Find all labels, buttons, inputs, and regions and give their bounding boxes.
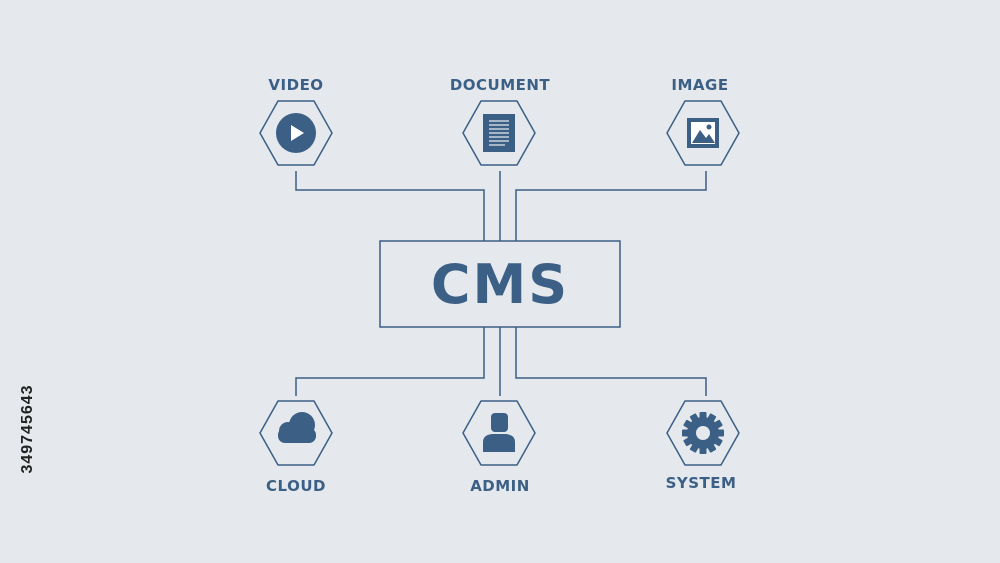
play-icon bbox=[276, 113, 316, 153]
image-icon bbox=[687, 118, 719, 148]
center-box bbox=[379, 240, 621, 328]
connector-lines bbox=[295, 171, 707, 396]
connector-video bbox=[295, 171, 485, 241]
hex-video bbox=[259, 100, 333, 166]
label-image: IMAGE bbox=[671, 76, 729, 94]
user-icon bbox=[483, 413, 515, 452]
label-document: DOCUMENT bbox=[449, 76, 551, 94]
side-image-id: 349745643 bbox=[19, 384, 36, 474]
label-admin: ADMIN bbox=[470, 477, 530, 495]
cloud-icon bbox=[278, 412, 316, 443]
hex-document bbox=[462, 100, 536, 166]
label-cloud: CLOUD bbox=[266, 477, 326, 495]
hex-system bbox=[666, 400, 740, 466]
center-title: CMS bbox=[430, 252, 570, 316]
label-system: SYSTEM bbox=[665, 474, 737, 492]
hex-admin bbox=[462, 400, 536, 466]
hexagon-frames bbox=[259, 100, 740, 466]
gear-icon bbox=[682, 412, 724, 454]
document-icon bbox=[483, 114, 515, 152]
connector-image bbox=[515, 171, 707, 241]
hex-cloud bbox=[259, 400, 333, 466]
connector-cloud bbox=[295, 327, 485, 396]
hex-image bbox=[666, 100, 740, 166]
label-video: VIDEO bbox=[268, 76, 324, 94]
connector-system bbox=[515, 327, 707, 396]
